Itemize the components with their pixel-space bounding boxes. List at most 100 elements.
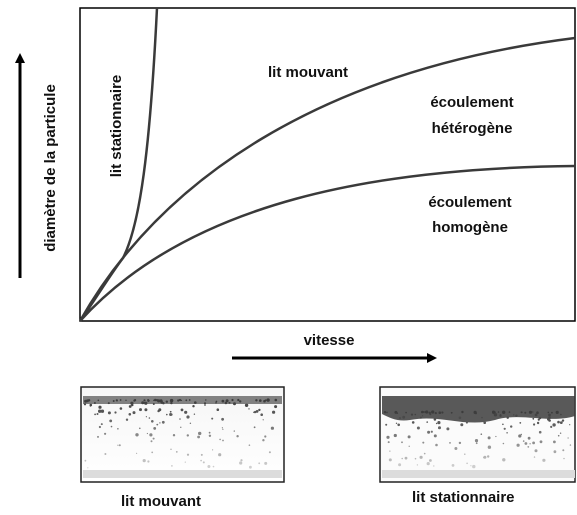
particle-dot [529, 443, 531, 445]
particle-dot [158, 408, 162, 412]
particle-dot [109, 419, 113, 423]
y-axis-label: diamètre de la particule [42, 84, 59, 252]
particle-dot [244, 403, 249, 407]
particle-dot [513, 414, 515, 416]
particle-dot [464, 453, 466, 455]
particle-dot [532, 411, 534, 413]
plot-frame [79, 7, 576, 322]
particle-dot [499, 414, 502, 416]
particle-dot [548, 413, 551, 417]
particle-dot [186, 434, 189, 437]
particle-dot [538, 416, 542, 420]
particle-dot [431, 410, 435, 414]
particle-dot [180, 399, 183, 401]
particle-dot [149, 433, 153, 437]
particle-dot [222, 428, 224, 430]
particle-dot [147, 399, 150, 402]
particle-dot [132, 411, 136, 415]
particle-dot [96, 413, 99, 415]
particle-dot [130, 401, 134, 405]
particle-dot [460, 423, 464, 427]
particle-dot [204, 404, 206, 406]
particle-dot [466, 462, 468, 465]
particle-dot [171, 399, 174, 402]
particle-dot [142, 459, 146, 463]
particle-dot [416, 464, 419, 466]
particle-dot [534, 413, 538, 417]
particle-dot [98, 409, 102, 413]
particle-dot [386, 411, 388, 414]
particle-dot [557, 420, 560, 424]
particle-dot [221, 427, 223, 429]
particle-dot [458, 441, 462, 445]
particle-dot [497, 411, 500, 413]
particle-dot [506, 416, 509, 419]
particle-dot [259, 399, 262, 402]
particle-dot [393, 433, 397, 438]
particle-dot [193, 413, 196, 415]
particle-dot [144, 408, 148, 412]
particle-dot [520, 411, 523, 414]
particle-dot [424, 411, 427, 414]
particle-dot [553, 450, 557, 454]
particle-dot [539, 440, 543, 444]
particle-dot [152, 403, 155, 405]
particle-dot [192, 405, 195, 408]
particle-dot [483, 455, 487, 459]
region-label-heterogeneous-line-2: hétérogène [432, 120, 513, 137]
particle-dot [263, 399, 266, 403]
particle-dot [198, 431, 202, 436]
particle-dot [458, 416, 462, 420]
particle-dot [100, 409, 105, 413]
particle-dot [89, 405, 92, 407]
particle-dot [221, 417, 225, 421]
stationary-bed-illustration [379, 386, 576, 483]
particle-dot [383, 411, 387, 414]
particle-dot [548, 416, 551, 419]
particle-dot [487, 436, 491, 440]
particle-dot [161, 420, 165, 424]
particle-dot [461, 410, 464, 414]
particle-dot [438, 427, 440, 430]
particle-dot [171, 465, 173, 467]
particle-dot [125, 399, 127, 401]
particle-dot [118, 444, 121, 447]
homogeneous-boundary-curve [79, 164, 576, 322]
particle-dot [407, 435, 411, 439]
particle-dot [510, 425, 513, 428]
particle-dot [537, 418, 540, 421]
particle-dot [536, 421, 540, 425]
particle-dot [159, 422, 161, 424]
particle-dot [186, 415, 190, 419]
particle-dot [186, 453, 190, 456]
particle-dot [270, 426, 274, 430]
particle-dot [524, 411, 527, 414]
particle-dot [428, 411, 431, 414]
particle-dot [475, 442, 478, 445]
particle-dot [253, 426, 256, 429]
particle-dot [205, 399, 207, 401]
particle-dot [94, 413, 96, 416]
particle-dot [87, 467, 89, 469]
particle-dot [86, 399, 89, 403]
particle-dot [125, 418, 129, 421]
particle-dot [492, 410, 495, 414]
particle-dot [569, 444, 572, 446]
particle-dot [107, 402, 110, 405]
moving-bed-illustration [80, 386, 285, 483]
particle-dot [518, 434, 522, 438]
particle-dot [569, 424, 571, 426]
particle-dot [203, 402, 207, 405]
region-label-homogeneous-line-1: écoulement [428, 194, 511, 211]
particle-dot [414, 413, 417, 416]
particle-dot [495, 435, 497, 438]
stationary-boundary-curve [78, 7, 159, 322]
particle-dot [159, 399, 163, 403]
particle-dot [166, 413, 168, 416]
particle-dot [218, 453, 222, 457]
particle-dot [260, 413, 264, 417]
particle-dot [405, 411, 407, 414]
particle-dot [249, 465, 252, 469]
particle-dot [221, 399, 225, 403]
